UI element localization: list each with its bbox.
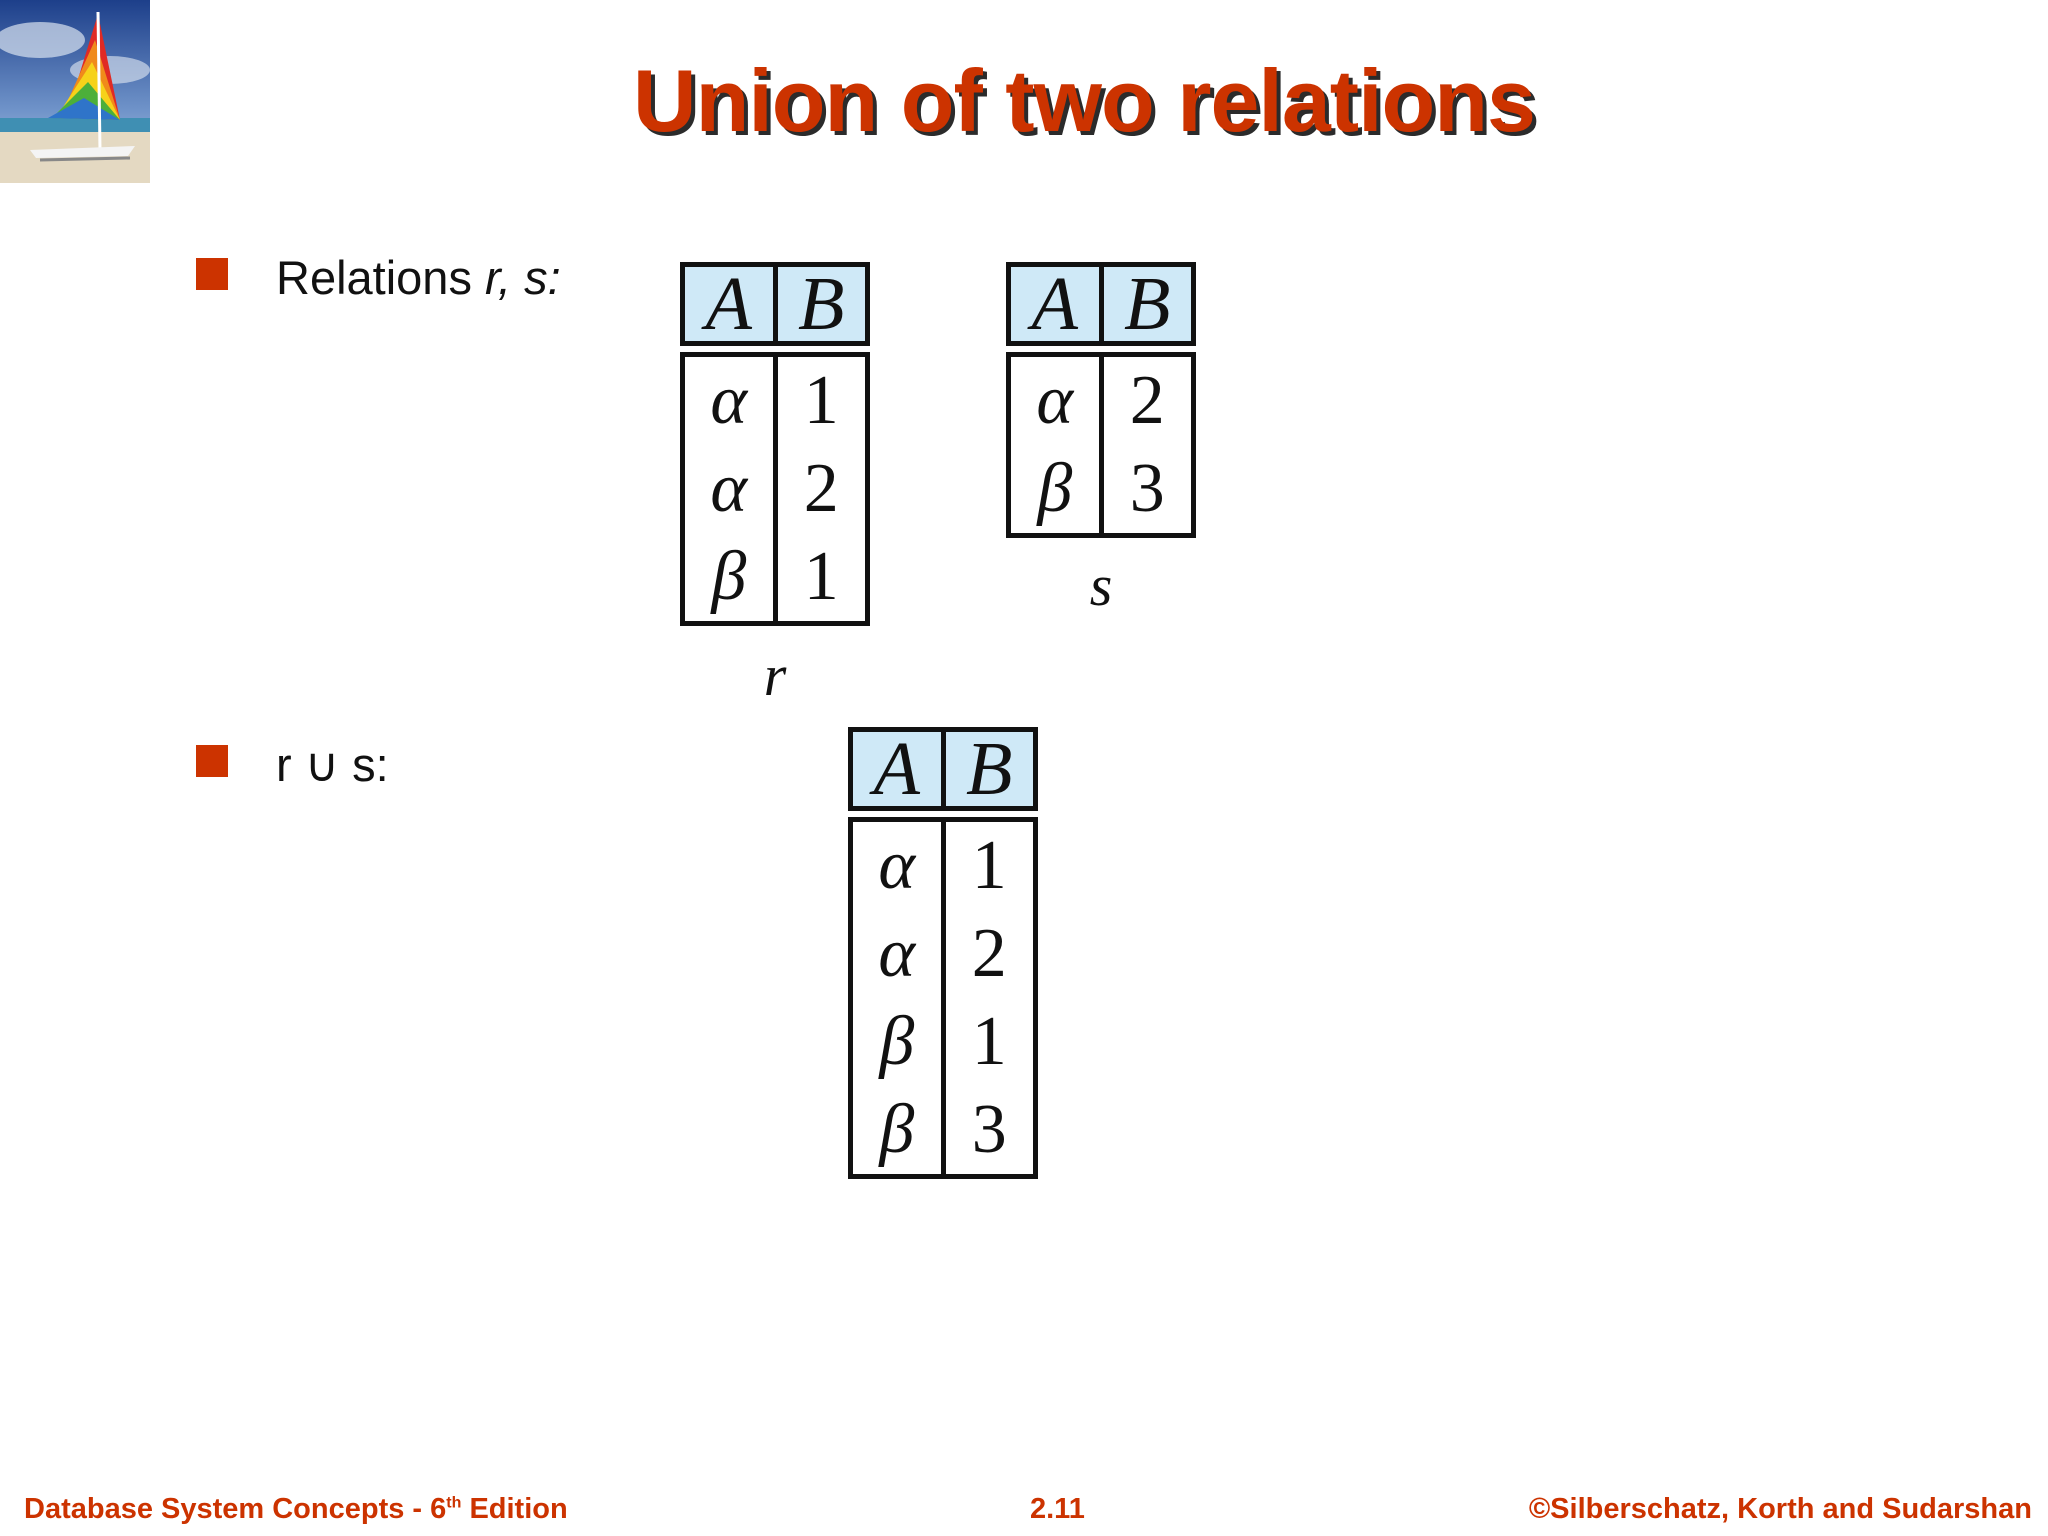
- table-cell: β: [1037, 450, 1073, 527]
- column-a: α β: [1011, 357, 1099, 533]
- table-cell: α: [878, 915, 916, 992]
- relation-union-table: A B α α β β 1 2 1 3: [848, 727, 1038, 1179]
- bullet-text-relations: Relations r, s:: [276, 250, 561, 305]
- relation-r-table: A B α α β 1 2 1 r: [680, 262, 870, 708]
- table-body: α α β β 1 2 1 3: [848, 817, 1038, 1179]
- column-b: 1 2 1: [772, 357, 866, 621]
- column-a: α α β: [685, 357, 773, 621]
- table-body: α α β 1 2 1: [680, 352, 870, 626]
- footer-book-title: Database System Concepts - 6th Edition: [24, 1493, 568, 1525]
- relation-label-r: r: [763, 643, 787, 708]
- column-header-a: A: [1031, 262, 1078, 346]
- table-cell: 2: [971, 915, 1007, 992]
- table-cell: 1: [803, 362, 839, 439]
- bullet-text-plain: Relations: [276, 251, 485, 304]
- table-header: A B: [680, 262, 870, 346]
- relation-label-s: s: [1089, 553, 1113, 618]
- table-cell: α: [710, 362, 748, 439]
- column-a: α α β β: [853, 822, 941, 1174]
- column-header-b: B: [798, 262, 845, 346]
- bullet-marker: [196, 258, 228, 290]
- column-b: 2 3: [1098, 357, 1192, 533]
- column-header-b: B: [1124, 262, 1171, 346]
- table-cell: α: [710, 450, 748, 527]
- relation-s-table: A B α β 2 3 s: [1006, 262, 1196, 618]
- table-cell: β: [711, 538, 747, 615]
- footer-page-number: 2.11: [1030, 1493, 1085, 1525]
- table-cell: 3: [1129, 450, 1165, 527]
- table-cell: 2: [803, 450, 839, 527]
- table-cell: 2: [1129, 362, 1165, 439]
- table-cell: 3: [971, 1091, 1007, 1168]
- table-cell: 1: [971, 827, 1007, 904]
- table-header: A B: [1006, 262, 1196, 346]
- table-cell: α: [1036, 362, 1074, 439]
- table-cell: α: [878, 827, 916, 904]
- table-header: A B: [848, 727, 1038, 811]
- sailboat-icon: [0, 0, 150, 183]
- table-cell: β: [879, 1003, 915, 1080]
- column-b: 1 2 1 3: [940, 822, 1034, 1174]
- bullet-text-union: r ∪ s:: [276, 738, 389, 791]
- bullet-marker: [196, 745, 228, 777]
- table-cell: β: [879, 1091, 915, 1168]
- table-cell: 1: [803, 538, 839, 615]
- footer-copyright: ©Silberschatz, Korth and Sudarshan: [1528, 1493, 2032, 1525]
- column-header-b: B: [966, 727, 1013, 811]
- slide-title: Union of two relations: [633, 51, 1536, 150]
- bullet-text-italic: r, s:: [485, 251, 561, 304]
- column-header-a: A: [705, 262, 752, 346]
- table-cell: 1: [971, 1003, 1007, 1080]
- table-body: α β 2 3: [1006, 352, 1196, 538]
- catamaran-logo-image: [0, 0, 150, 183]
- column-header-a: A: [873, 727, 920, 811]
